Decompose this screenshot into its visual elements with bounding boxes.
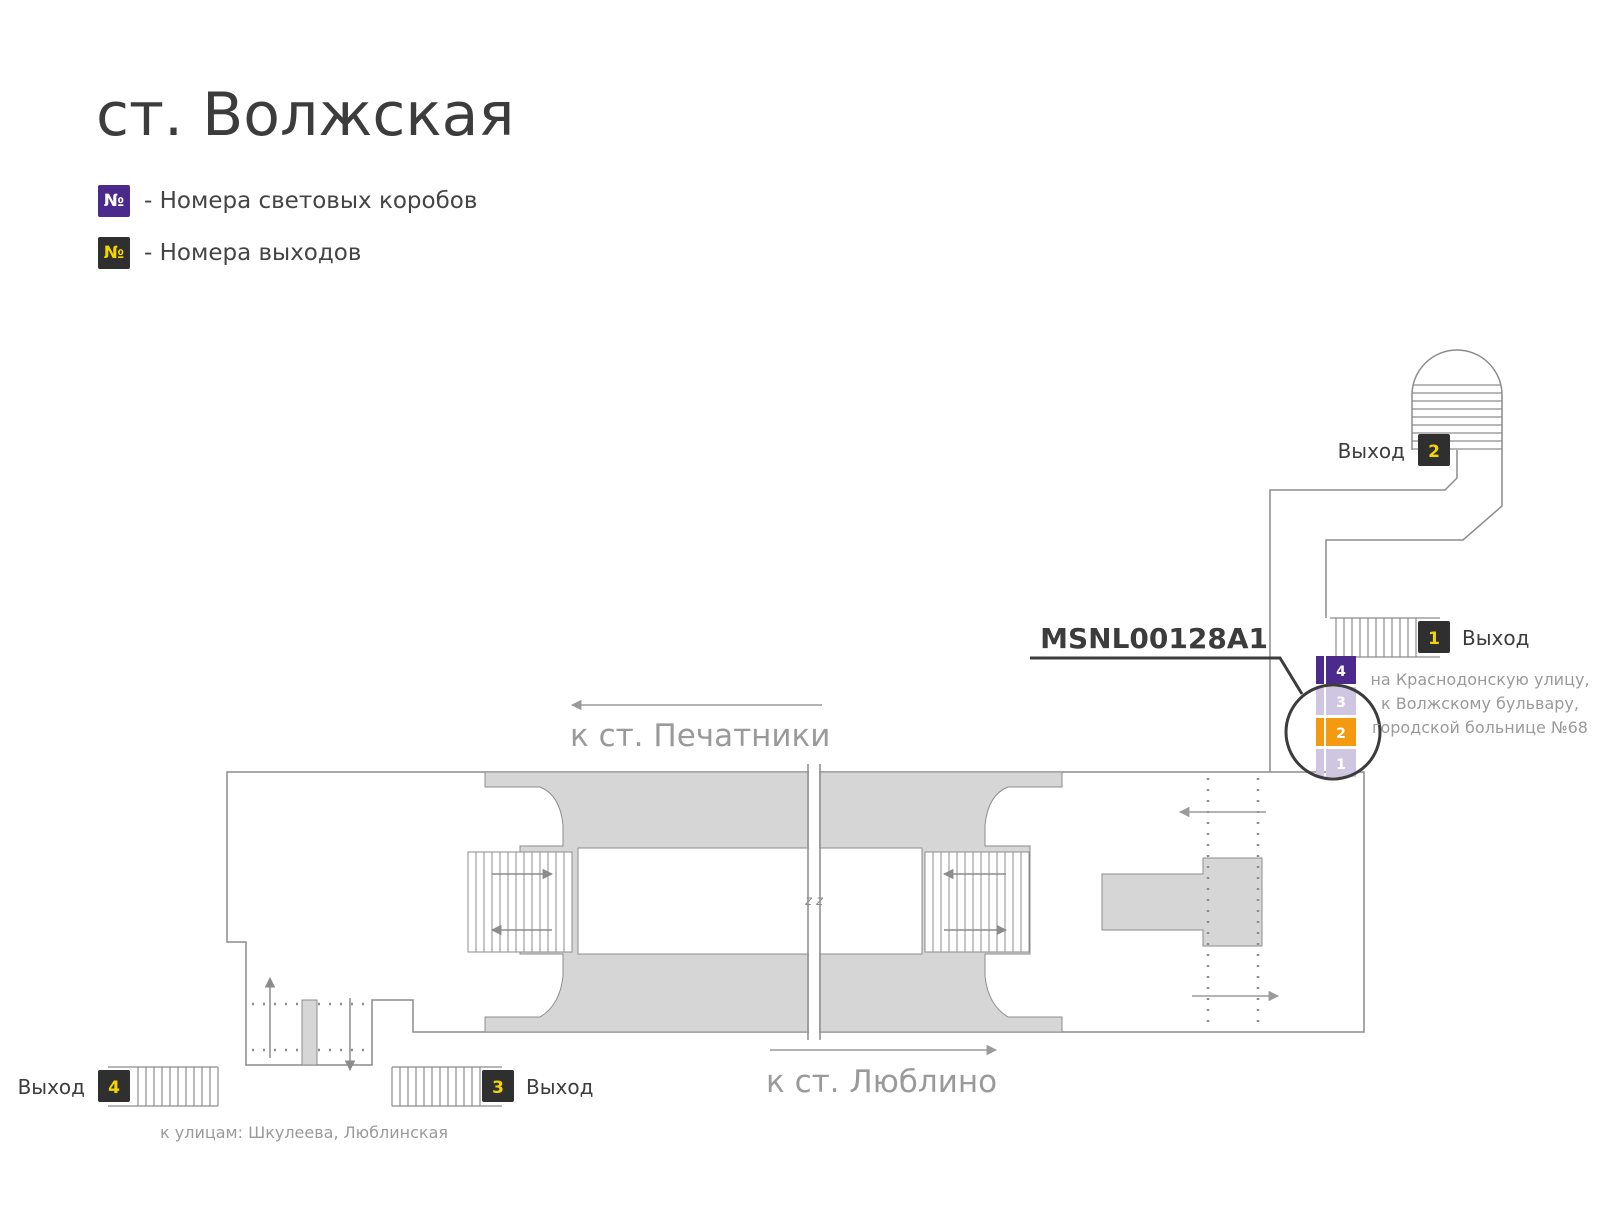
escalator-arrows [490,868,1008,936]
exit-1-label: Выход [1462,626,1529,650]
escalator-right [924,851,1030,953]
legend-exit-badge: № [98,237,130,269]
exit-4-number: 4 [108,1078,120,1098]
track-area [577,847,923,955]
exit-2-badge [1418,434,1450,466]
legend-exit-text: - Номера выходов [144,240,362,266]
exit-2-label: Выход [1338,439,1405,463]
turnstile-dots-right [1206,778,1260,1030]
break-line [807,764,821,1040]
lightbox-3: 3 [1316,687,1356,715]
lightbox-3-number: 3 [1336,695,1346,711]
right-block [1101,857,1263,947]
exit-1-badge [1418,621,1450,653]
legend-lightbox-row: № - Номера световых коробов [98,185,477,217]
stairs-exit-3 [391,1066,502,1107]
lightbox-4: 4 [1316,656,1356,684]
lightbox-2: 2 [1316,718,1356,746]
exit-4-badge [98,1070,130,1102]
exit-3-label: Выход [526,1075,593,1099]
exit-2: Выход 2 [1338,434,1450,466]
exit-3: 3 Выход [482,1070,593,1102]
right-flow-arrows [1178,806,1280,1002]
note-right-line-2: к Волжскому бульвару, [1381,694,1579,713]
legend-exit-row: № - Номера выходов [98,237,361,269]
station-title: ст. Волжская [96,80,515,150]
note-right-line-1: на Краснодонскую улицу, [1370,670,1589,689]
direction-pechatniki: к ст. Печатники [570,718,830,754]
exit-3-badge [482,1070,514,1102]
lightbox-1: 1 [1316,749,1356,777]
lightbox-4-number: 4 [1336,664,1346,680]
lightbox-2-number: 2 [1336,726,1346,742]
legend-lightbox-badge: № [98,185,130,217]
hall-outline [226,771,1365,1066]
escalator-left [467,851,573,953]
exit-corridor [1269,349,1503,772]
exit-4: Выход 4 [18,1070,130,1102]
break-mark: z z [804,894,824,909]
exit-4-label: Выход [18,1075,85,1099]
lightbox-1-number: 1 [1336,757,1346,773]
left-flow-arrows [264,976,356,1072]
lightbox-code: MSNL00128A1 [1040,622,1268,655]
note-right-line-3: городской больнице №68 [1372,718,1588,737]
direction-lublino: к ст. Люблино [766,1064,997,1100]
callout-line [1030,656,1304,695]
legend-lightbox-text: - Номера световых коробов [144,188,478,214]
exit-2-number: 2 [1428,442,1440,462]
exit-1-number: 1 [1428,629,1440,649]
exit-1: 1 Выход [1418,621,1529,653]
exit-3-number: 3 [492,1078,504,1098]
left-column [301,999,318,1066]
note-bottom: к улицам: Шкулеева, Люблинская [160,1123,448,1142]
highlight-circle [1284,683,1382,781]
stairs-exit-4 [108,1066,219,1107]
